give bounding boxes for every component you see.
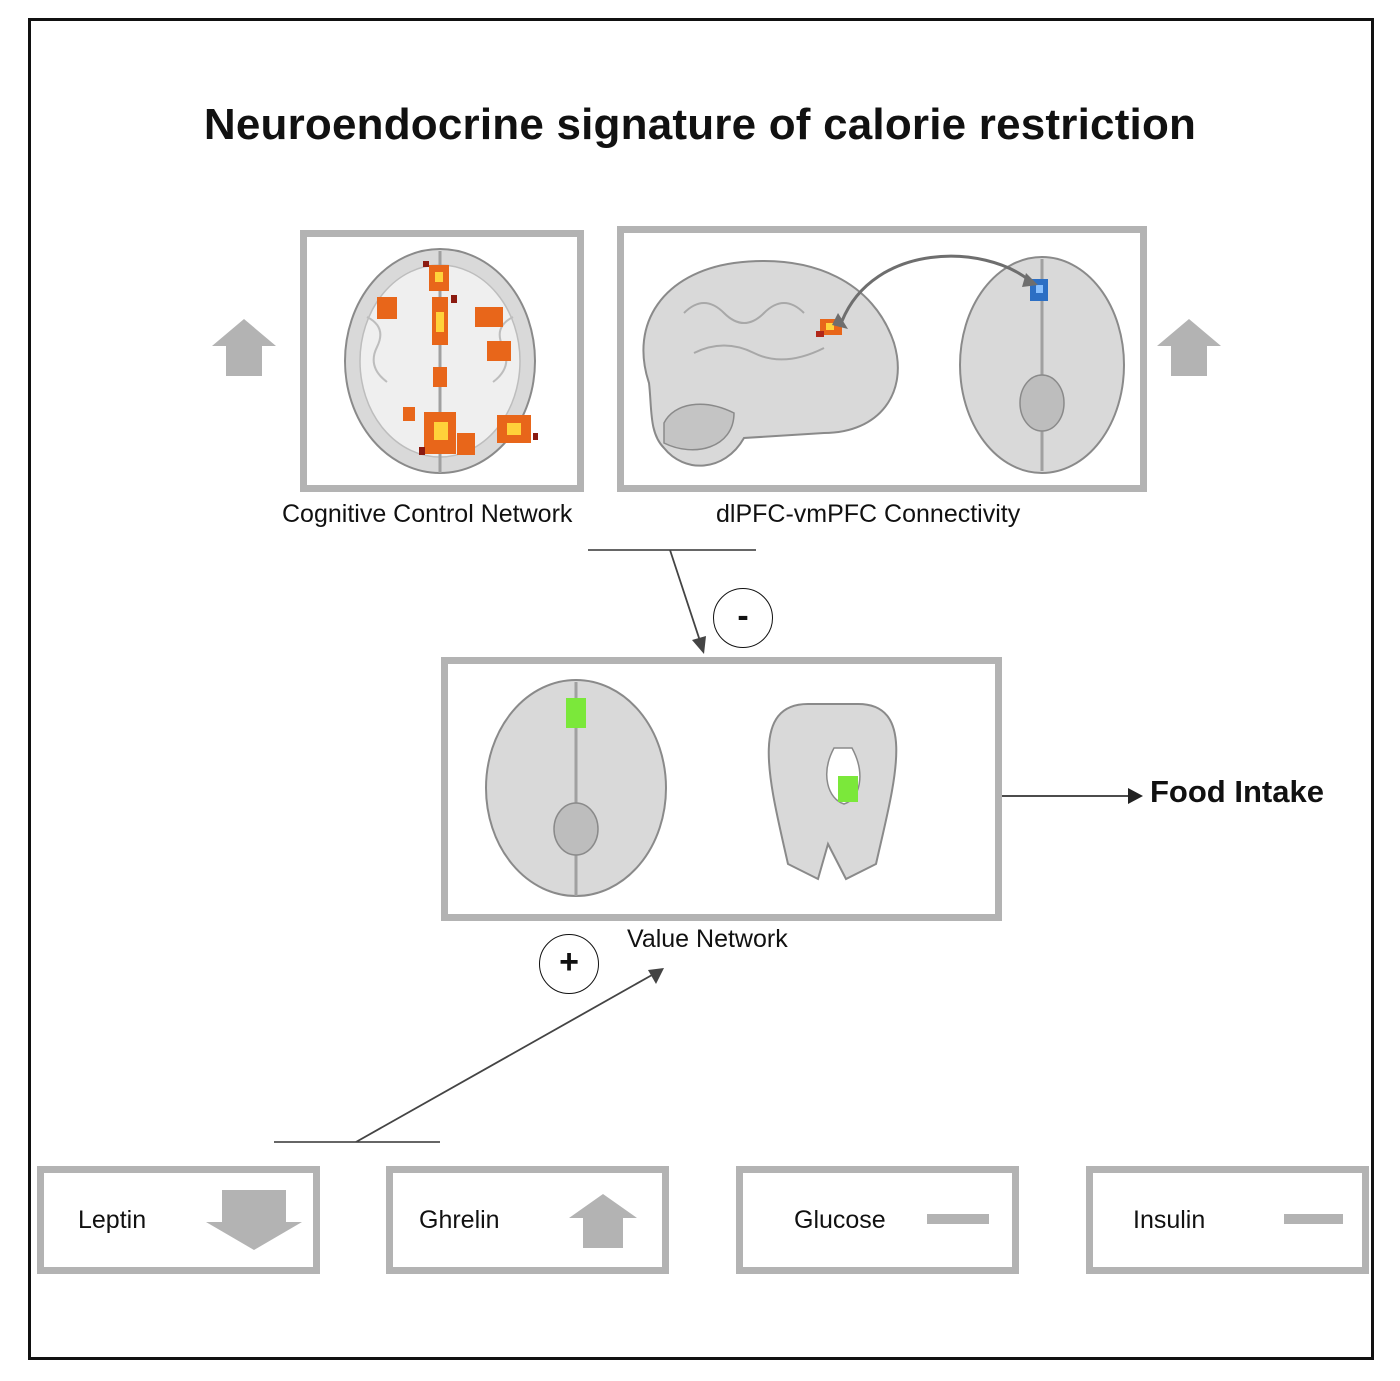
excitation-arrowhead [648,968,664,984]
food-intake-label: Food Intake [1150,774,1324,809]
figure-frame [28,18,1374,1360]
up-arrow-icon [1157,319,1221,376]
connectivity-panel [617,226,1147,492]
food-intake-arrowhead [1128,788,1143,804]
insulin-label: Insulin [1133,1206,1206,1234]
glucose-label: Glucose [794,1206,886,1234]
inhibition-sign: - [713,588,773,648]
value-network-brain-images [485,679,898,897]
excitation-arrow [355,974,653,1143]
down-arrow-icon [206,1190,302,1250]
value-network-panel [441,657,1002,921]
figure-title: Neuroendocrine signature of calorie rest… [203,100,1197,149]
dash-icon [1284,1214,1343,1224]
connectivity-brain-images [642,254,1125,474]
cognitive-control-label: Cognitive Control Network [282,500,573,528]
leptin-label: Leptin [78,1206,147,1234]
up-arrow-icon [212,319,276,376]
value-network-label: Value Network [627,925,788,953]
ghrelin-label: Ghrelin [419,1206,500,1234]
up-arrow-icon [569,1194,637,1248]
cognitive-control-panel [300,230,584,492]
excitation-sign: + [539,934,599,994]
inhibition-arrowhead [692,636,706,654]
hormone-box-ghrelin [386,1166,669,1274]
connectivity-label: dlPFC-vmPFC Connectivity [716,500,1021,528]
dash-icon [927,1214,989,1224]
axial-brain-image [344,248,538,474]
inhibition-arrow [669,549,702,645]
